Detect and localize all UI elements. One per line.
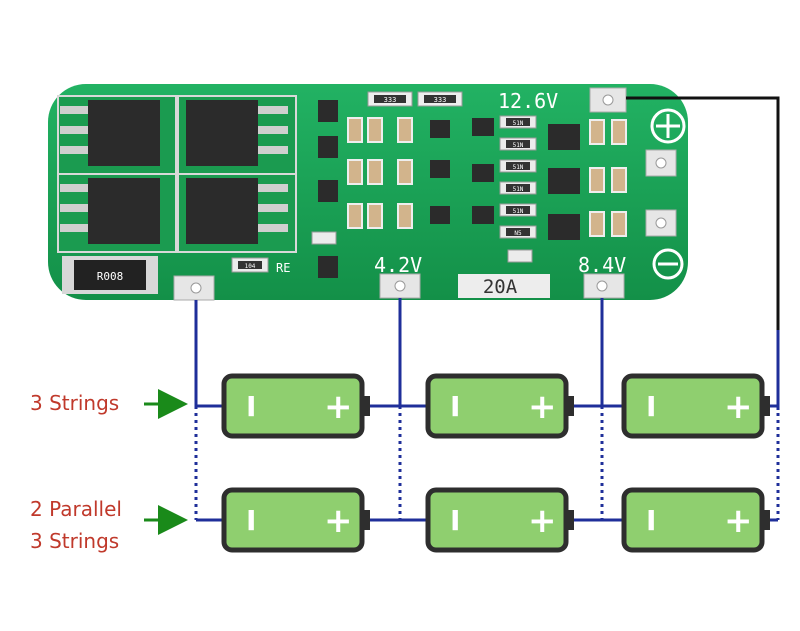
battery-cells: I+I+I+I+I+I+ [221,373,770,553]
battery-terminal [566,510,574,530]
battery-positive-symbol: + [724,387,753,427]
battery-positive-symbol: + [324,501,353,541]
pad-8v4 [583,273,625,299]
battery-cell: I+ [425,373,574,439]
svg-text:104: 104 [245,263,256,270]
wire-positive [626,96,780,410]
shunt-resistor: R008 [62,256,158,294]
mosfet [186,178,258,244]
battery-positive-symbol: + [528,387,557,427]
current-rating: 20A [483,276,518,298]
current-label-box [458,274,550,298]
minus-mark-icon [652,248,684,280]
battery-terminal [762,396,770,416]
svg-text:333: 333 [384,96,397,104]
battery-negative-symbol: I [246,504,256,537]
svg-text:N5: N5 [514,230,522,237]
parallel-links [194,406,780,520]
battery-cell: I+ [621,487,770,553]
battery-negative-symbol: I [450,504,460,537]
battery-negative-symbol: I [646,390,656,423]
battery-positive-symbol: + [724,501,753,541]
svg-text:51N: 51N [513,186,524,193]
svg-text:51N: 51N [513,208,524,215]
series-label: 3 Strings [30,391,119,415]
battery-terminal [762,510,770,530]
svg-text:51N: 51N [513,142,524,149]
battery-negative-symbol: I [646,504,656,537]
battery-cell: I+ [621,373,770,439]
battery-cell: I+ [221,487,370,553]
mosfet [186,100,258,166]
voltage-label-4v2: 4.2V [374,253,422,277]
polarity-marks [650,108,686,280]
battery-negative-symbol: I [450,390,460,423]
bms-board: R008 333 333 [48,84,688,301]
solder-pads [173,87,677,301]
battery-positive-symbol: + [528,501,557,541]
svg-text:51N: 51N [513,164,524,171]
battery-terminal [566,396,574,416]
wires [194,96,780,522]
battery-cell: I+ [425,487,574,553]
smd-components: 333 333 [231,91,627,278]
re-label: RE [276,261,290,275]
plus-mark-icon [650,108,686,144]
mosfet [88,100,160,166]
battery-positive-symbol: + [324,387,353,427]
battery-terminal [362,396,370,416]
svg-text:333: 333 [434,96,447,104]
parallel-label-line1: 2 Parallel [30,497,122,521]
shunt-marking: R008 [97,270,124,283]
battery-terminal [362,510,370,530]
mosfet-group [57,95,297,253]
svg-text:51N: 51N [513,120,524,127]
battery-negative-symbol: I [246,390,256,423]
parallel-label-line2: 3 Strings [30,529,119,553]
battery-cell: I+ [221,373,370,439]
labels: 3 Strings 2 Parallel 3 Strings [30,389,188,553]
mosfet [88,178,160,244]
voltage-label-12v6: 12.6V [498,89,558,113]
voltage-label-8v4: 8.4V [578,253,626,277]
